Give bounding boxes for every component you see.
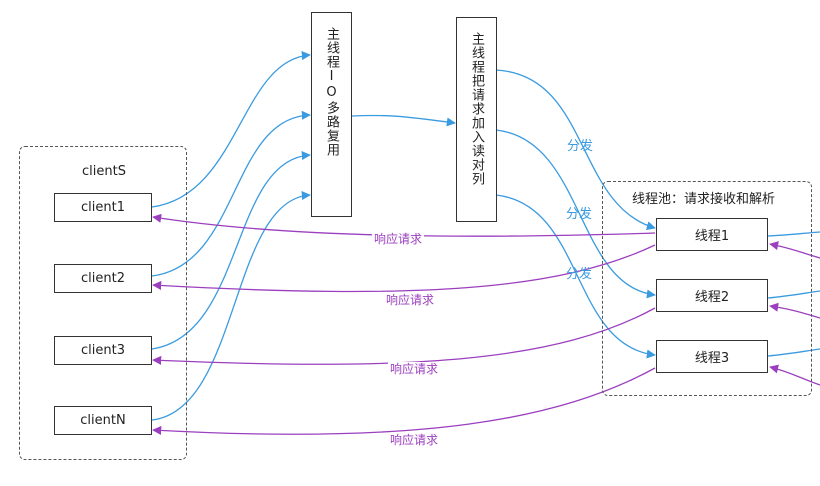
thread1-node: 线程1 (656, 218, 768, 251)
edge-client2-to-multiplexer (151, 110, 311, 277)
dispatch-label-1: 分发 (567, 139, 594, 154)
thread3-node: 线程3 (656, 340, 768, 373)
edge-client1-to-multiplexer (151, 51, 311, 208)
clientN-node: clientN (54, 406, 152, 435)
client3-node: client3 (54, 336, 152, 365)
edge-thread2-to-client3 (152, 307, 656, 365)
read-queue-node: 主线程把请求加入读对列 (456, 17, 497, 222)
dispatch-label-2: 分发 (566, 207, 593, 222)
edge-queue-to-thread2 (495, 129, 656, 299)
thread3-label: 线程3 (694, 351, 730, 366)
edge-in-thread2 (769, 302, 820, 319)
response-label-1: 响应请求 (372, 232, 425, 246)
thread2-node: 线程2 (656, 279, 768, 312)
edge-clientN-to-multiplexer (151, 190, 311, 421)
response-label-3: 响应请求 (388, 362, 441, 376)
thread1-label: 线程1 (694, 229, 730, 244)
edge-thread1-out (767, 231, 820, 237)
edge-thread3-to-clientN (152, 367, 656, 436)
clientN-label: clientN (80, 413, 126, 428)
edge-multiplexer-to-queue (351, 114, 456, 127)
thread2-label: 线程2 (694, 290, 730, 305)
edge-thread2-out (767, 290, 820, 299)
clients-group (19, 146, 187, 460)
clients-group-title: clientS (82, 164, 126, 179)
client3-label: client3 (81, 343, 125, 358)
edge-client3-to-multiplexer (151, 150, 311, 350)
edge-queue-to-thread1 (495, 69, 656, 231)
edge-queue-to-thread3 (495, 194, 656, 359)
response-label-2: 响应请求 (384, 293, 437, 307)
dispatch-label-3: 分发 (566, 267, 593, 282)
client2-node: client2 (54, 264, 152, 293)
response-label-4: 响应请求 (388, 433, 441, 447)
client2-label: client2 (81, 271, 125, 286)
edge-thread1-to-client2 (152, 244, 656, 293)
edge-in-thread1 (769, 241, 820, 259)
client1-node: client1 (54, 193, 152, 222)
client1-label: client1 (81, 200, 125, 215)
thread-pool-group (602, 181, 812, 396)
edge-in-thread3 (769, 364, 820, 386)
io-multiplexer-node: 主线程IO多路复用 (311, 12, 352, 217)
thread-pool-title: 线程池：请求接收和解析 (632, 192, 776, 207)
edge-thread3-out (767, 348, 820, 357)
